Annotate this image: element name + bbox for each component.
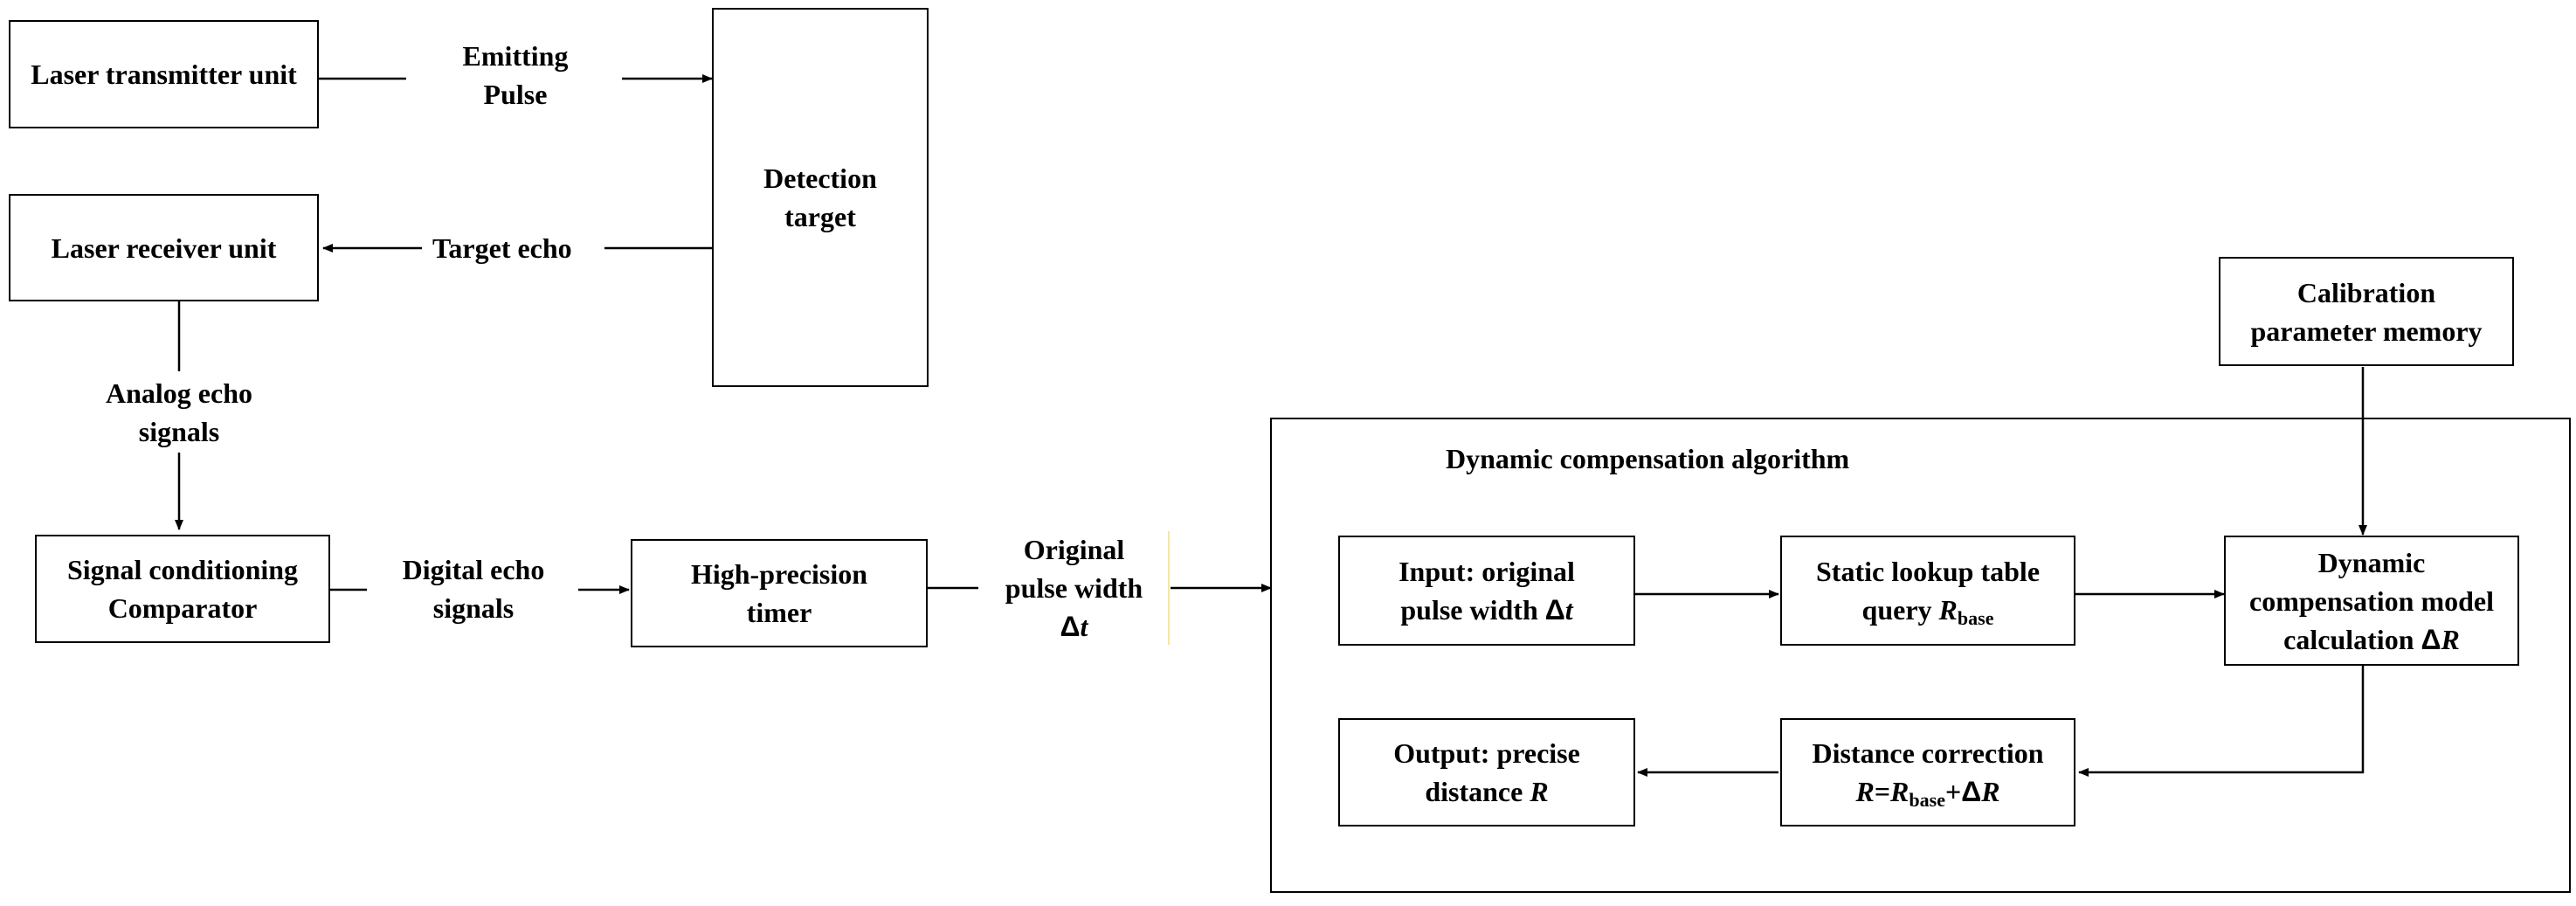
output-line1: Output: precise <box>1393 737 1580 769</box>
dynamic-model-box: Dynamic compensation model calculation Δ… <box>2224 536 2519 666</box>
edge-model-to-correction <box>2078 666 2365 777</box>
emitting-pulse-label: Emitting Pulse <box>462 40 569 110</box>
high-precision-timer-box: High-precision timer <box>631 539 928 647</box>
output-line2: distance R <box>1425 776 1549 807</box>
correction-line1: Distance correction <box>1812 737 2044 769</box>
analog-echo-label: Analog echo signals <box>106 377 252 447</box>
lookup-line2: query Rbase <box>1861 594 1994 629</box>
delta-symbol: Δ <box>2421 623 2441 655</box>
laser-receiver-label: Laser receiver unit <box>51 232 277 264</box>
calibration-line2: parameter memory <box>2250 315 2483 347</box>
delta-symbol: Δ <box>1060 611 1081 642</box>
input-line1: Input: original <box>1398 556 1575 587</box>
signal-conditioning-line2: Comparator <box>107 592 258 624</box>
delta-symbol: Δ <box>1544 594 1565 626</box>
digital-echo-label: Digital echo signals <box>402 554 545 624</box>
laser-transmitter-label: Laser transmitter unit <box>31 59 297 90</box>
signal-conditioning-line1: Signal conditioning <box>66 554 299 585</box>
original-pulse-width-label: Original pulse width Δt <box>1005 534 1143 642</box>
laser-receiver-box: Laser receiver unit <box>9 194 319 301</box>
signal-conditioning-box: Signal conditioning Comparator <box>35 535 330 643</box>
distance-correction-box: Distance correction R=Rbase+ΔR <box>1780 718 2075 826</box>
output-distance-box: Output: precise distance R <box>1338 718 1635 826</box>
model-line2: compensation model <box>2249 584 2494 617</box>
calibration-line1: Calibration <box>2296 276 2436 308</box>
group-title: Dynamic compensation algorithm <box>1446 443 1850 474</box>
detection-target-line2: target <box>784 201 856 232</box>
static-lookup-box: Static lookup table query Rbase <box>1780 536 2075 646</box>
model-line1: Dynamic <box>2317 546 2426 578</box>
dynamic-compensation-group <box>1270 418 2571 893</box>
calibration-memory-box: Calibration parameter memory <box>2219 257 2514 366</box>
correction-equation: R=Rbase+ΔR <box>1855 776 2000 811</box>
detection-target-box: Detection target <box>712 8 929 387</box>
target-echo-label: Target echo <box>432 232 572 264</box>
laser-transmitter-box: Laser transmitter unit <box>9 20 319 128</box>
timer-line2: timer <box>746 597 812 628</box>
detection-target-line1: Detection <box>763 163 877 194</box>
timer-line1: High-precision <box>690 558 868 590</box>
input-pulse-width-box: Input: original pulse width Δt <box>1338 536 1635 646</box>
model-line3: calculation ΔR <box>2283 623 2460 655</box>
delta-symbol: Δ <box>1961 776 1982 807</box>
input-line2: pulse width Δt <box>1400 594 1573 626</box>
lookup-line1: Static lookup table <box>1815 556 2041 587</box>
